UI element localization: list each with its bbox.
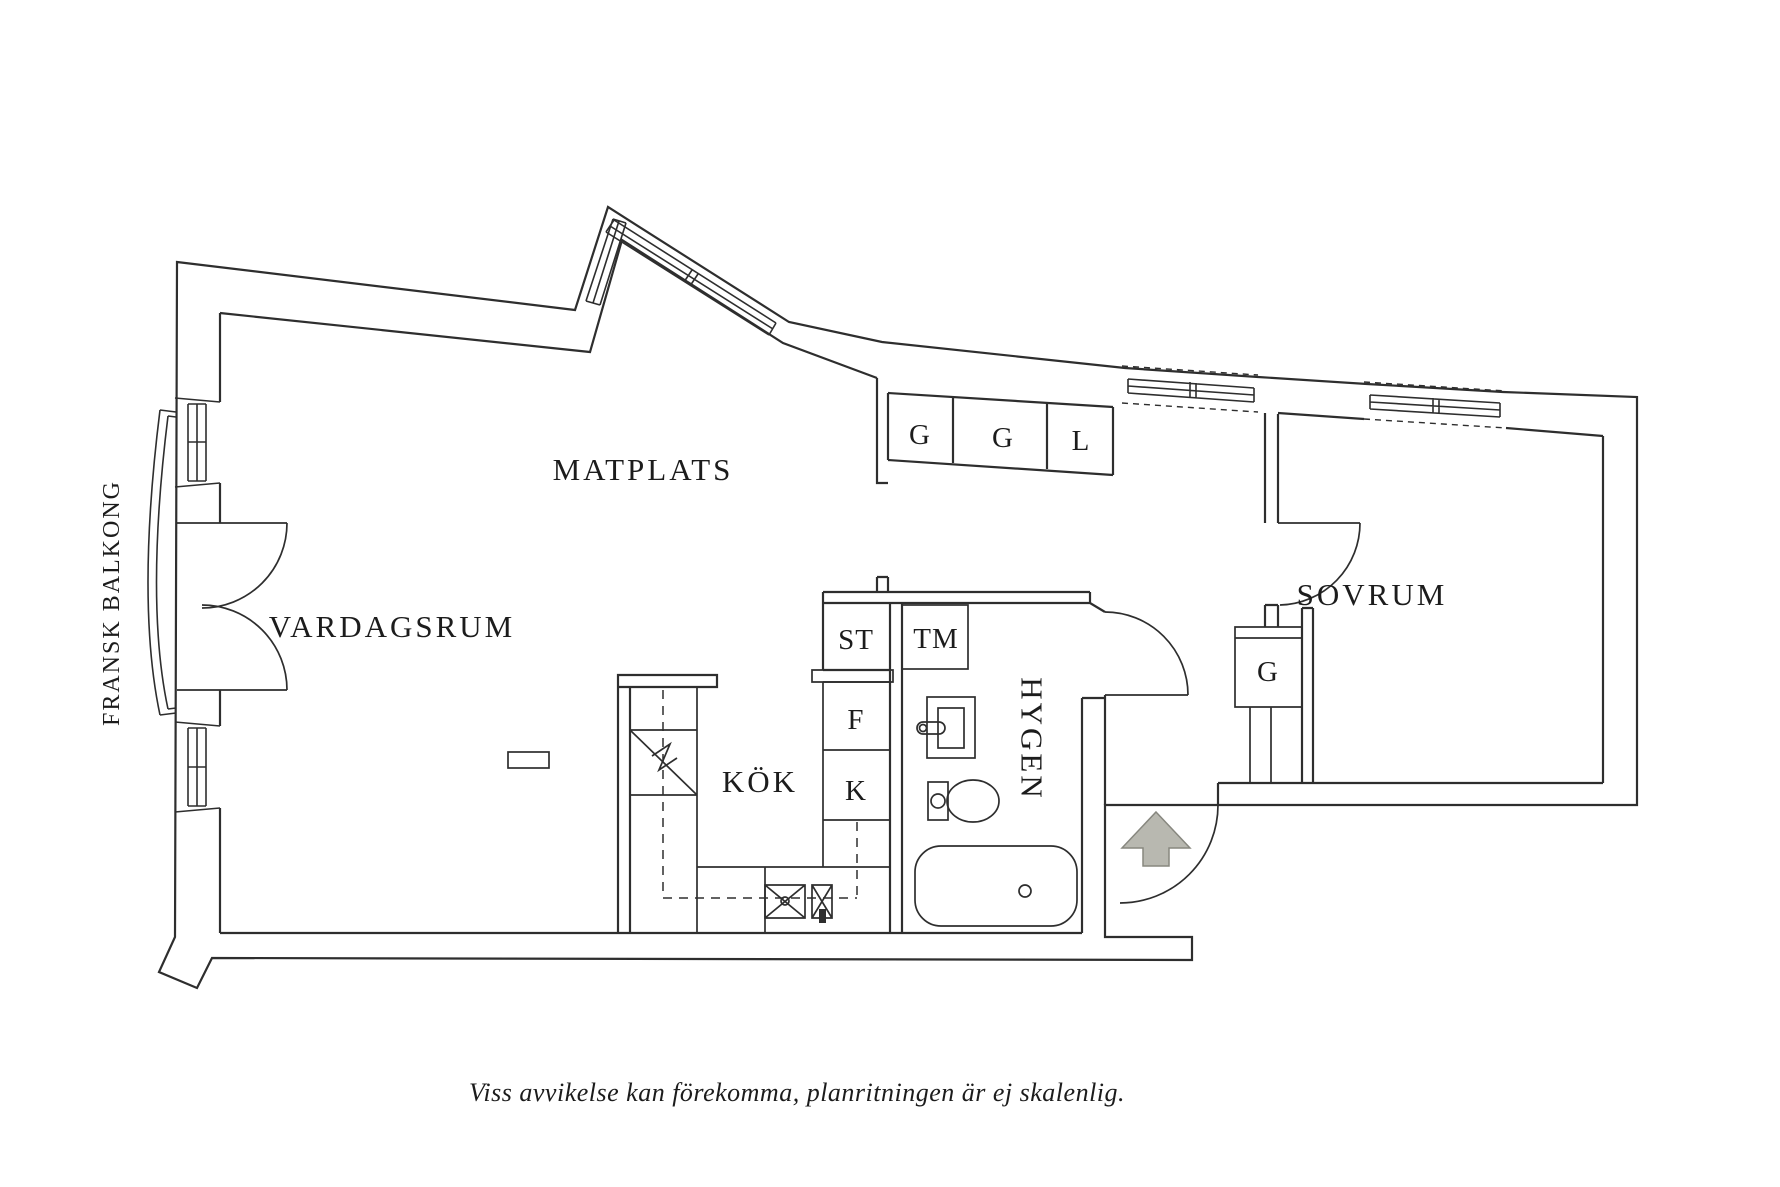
bathtub	[914, 845, 1078, 927]
bedroom-door	[1278, 522, 1361, 606]
cabinet-zigzag	[651, 741, 678, 773]
label-wardrobe-2: G	[992, 422, 1014, 454]
bedroom-inner-walls	[1277, 411, 1605, 785]
hall-wardrobe-box	[1234, 626, 1303, 783]
toilet-tank	[927, 781, 949, 821]
kitchen-west-wall	[616, 673, 719, 933]
outer-boundary	[157, 205, 1639, 990]
left-window-upper	[174, 397, 221, 488]
toilet-bowl	[946, 779, 1000, 823]
partition-dining-hall	[875, 378, 890, 485]
hall-bottom-wall	[1216, 781, 1313, 805]
label-washing-machine: TM	[913, 623, 959, 655]
entry-door	[1119, 804, 1219, 904]
kitchen-fixtures	[662, 690, 858, 923]
entry-arrow-icon	[1120, 810, 1192, 867]
bedroom-window-dashes	[1363, 381, 1507, 429]
hall-window-dashes	[1121, 365, 1259, 413]
doors	[177, 522, 1361, 904]
wall-stub	[507, 751, 550, 769]
closet-row	[887, 391, 1115, 477]
bedroom-window	[1369, 394, 1501, 418]
windows	[147, 218, 1507, 813]
label-wardrobe-1: G	[909, 419, 931, 451]
label-kitchen: KÖK	[722, 764, 798, 799]
toilet-flush	[930, 793, 946, 809]
labels: VARDAGSRUM MATPLATS KÖK SOVRUM HYGEN FRA…	[99, 419, 1448, 1107]
fridge-freezer-column	[822, 681, 890, 867]
washbasin-faucet-knob	[918, 723, 928, 733]
label-hall-wardrobe: G	[1257, 656, 1279, 688]
label-bathroom: HYGEN	[1015, 677, 1050, 801]
core-top-wall	[821, 575, 1106, 613]
disclaimer-note: Viss avvikelse kan förekomma, planritnin…	[469, 1078, 1125, 1107]
left-window-lower	[174, 721, 221, 813]
vestibule-wall	[1080, 695, 1107, 933]
outer-walls	[157, 205, 1639, 990]
washbasin-faucet-icon	[916, 721, 946, 735]
label-cleaning-closet: ST	[838, 624, 874, 656]
bathroom-fixtures	[914, 696, 1078, 927]
label-dining-area: MATPLATS	[553, 452, 734, 487]
label-french-balcony: FRANSK BALKONG	[99, 480, 125, 726]
kitchen-sink-drain	[780, 896, 790, 906]
kitchen-sink	[764, 884, 806, 919]
washbasin-bowl	[937, 707, 965, 749]
inner-walls	[218, 238, 1605, 935]
inner-top-wall	[219, 238, 878, 380]
core-shelf-bar	[811, 669, 894, 683]
washing-machine-box	[901, 604, 969, 670]
kitchen-counter	[697, 866, 890, 933]
label-living-room: VARDAGSRUM	[269, 609, 516, 644]
kitchen-stove	[811, 884, 833, 919]
bathtub-drain	[1018, 884, 1032, 898]
label-fridge: K	[845, 775, 867, 807]
closet-boxes	[901, 604, 1303, 783]
hall-window	[1127, 378, 1255, 403]
bay-window-right	[605, 219, 777, 336]
kitchen-faucet-icon	[819, 909, 826, 923]
label-bedroom: SOVRUM	[1297, 577, 1448, 612]
label-freezer: F	[847, 704, 864, 736]
balcony-door	[177, 522, 288, 691]
bathroom-door	[1104, 611, 1189, 696]
label-linen-closet: L	[1072, 425, 1091, 457]
bay-window-left	[585, 218, 627, 306]
balcony-rail	[147, 409, 177, 716]
